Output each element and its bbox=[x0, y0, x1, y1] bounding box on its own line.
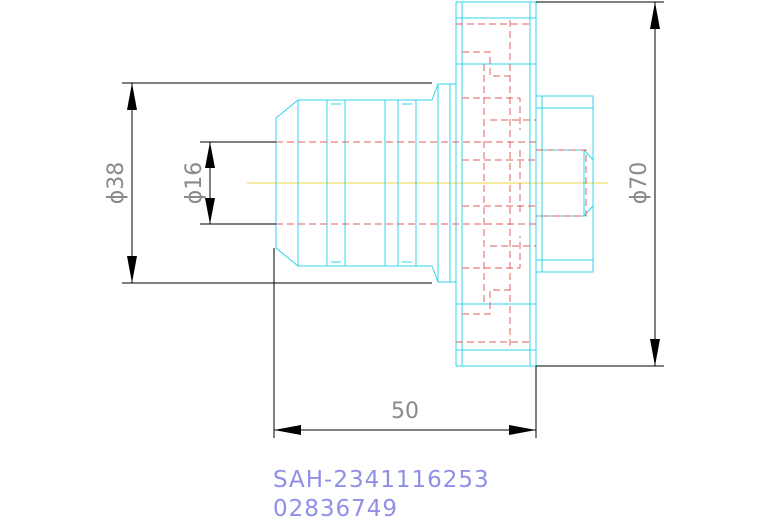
hub-body bbox=[535, 95, 594, 273]
dimension-d70 bbox=[536, 1, 664, 367]
dimension-d70-label: ϕ70 bbox=[627, 162, 652, 205]
dimension-length bbox=[273, 248, 537, 438]
dimension-d16 bbox=[200, 141, 276, 225]
dimension-length-label: 50 bbox=[391, 399, 419, 424]
part-number: 02836749 bbox=[273, 496, 399, 522]
dimension-d38 bbox=[122, 82, 432, 284]
dimension-d38-label: ϕ38 bbox=[104, 162, 129, 205]
nipple-body bbox=[275, 83, 456, 283]
dimension-d16-label: ϕ16 bbox=[182, 162, 207, 205]
hidden-lines bbox=[276, 20, 587, 346]
flange-body bbox=[455, 1, 537, 367]
part-code: SAH-2341116253 bbox=[273, 467, 490, 493]
part-label: SAH-2341116253 02836749 bbox=[273, 466, 490, 524]
